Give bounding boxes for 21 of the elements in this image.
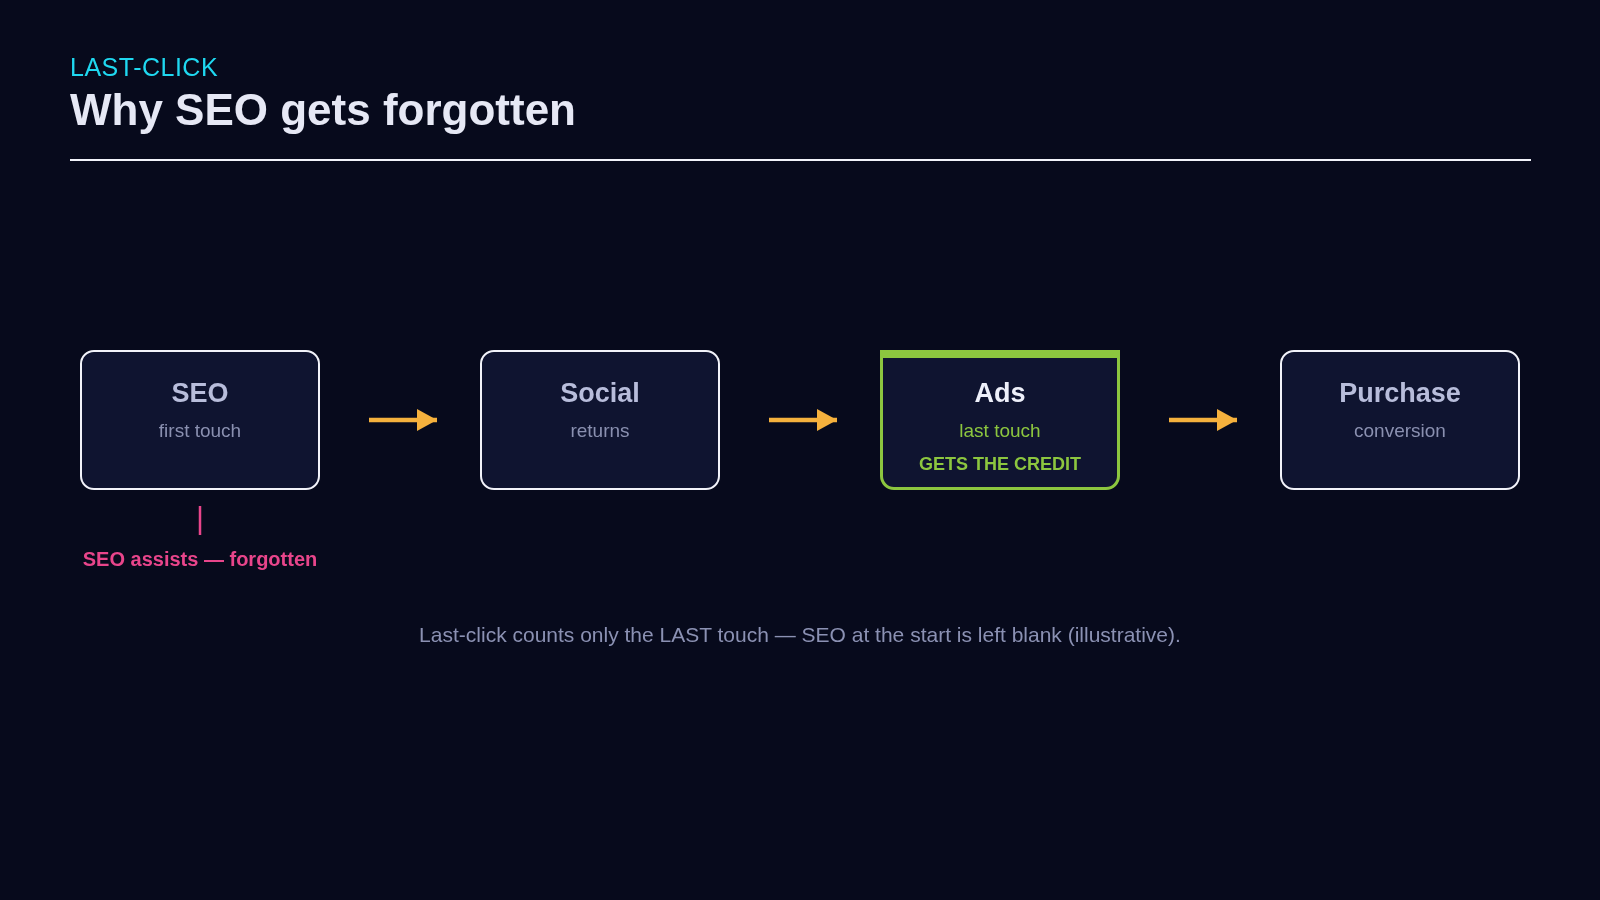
stage-title: SEO [171,377,229,409]
annotation-text: SEO assists — forgotten [50,545,350,573]
stage-subtitle: last touch [959,419,1041,443]
stage-title: Purchase [1339,377,1461,409]
stage-box [880,350,1120,490]
stage-subtitle: returns [570,419,630,443]
section-kicker: LAST-CLICK [70,52,219,82]
stage-subtitle: conversion [1354,419,1446,443]
stage-box [1280,350,1520,490]
stage-title: Social [560,377,640,409]
leader-line [198,506,202,535]
stage-box [80,350,320,490]
stage-subtitle: first touch [158,419,242,443]
flow-arrow [1169,409,1237,431]
stage-box [480,350,720,490]
slide-title: Why SEO gets forgotten [70,84,576,136]
stage-title: Ads [974,377,1026,409]
flow-arrow [769,409,837,431]
caption-text: Last-click counts only the LAST touch — SEO at the start is left blank (illustrative). [419,623,1181,646]
flow-arrow [369,409,437,431]
credit-note: GETS THE CREDIT [919,453,1081,476]
